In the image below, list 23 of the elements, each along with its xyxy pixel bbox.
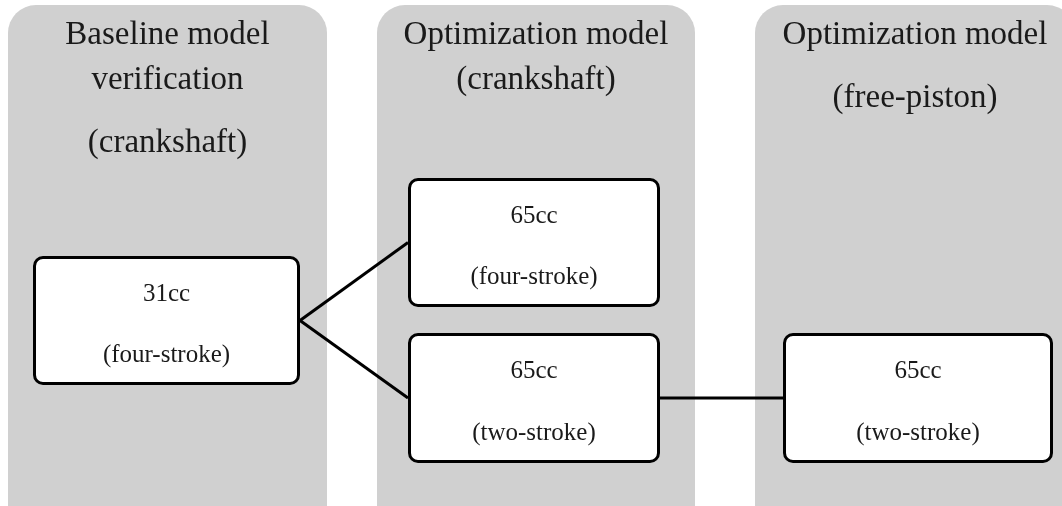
process-box bbox=[408, 178, 660, 307]
box-label: 31cc bbox=[142, 278, 191, 308]
process-box bbox=[783, 333, 1053, 463]
column-heading: (crankshaft) bbox=[86, 122, 249, 161]
connector-line bbox=[299, 241, 409, 322]
connector-line bbox=[299, 319, 409, 400]
process-box bbox=[33, 256, 300, 385]
box-label: (two-stroke) bbox=[472, 416, 596, 447]
box-label: 65cc bbox=[894, 355, 942, 386]
column-heading: Optimization model bbox=[781, 14, 1049, 53]
box-label: (four-stroke) bbox=[102, 339, 231, 369]
column-heading: Baseline model verification bbox=[64, 14, 271, 98]
connector-line bbox=[660, 396, 783, 400]
box-label: (two-stroke) bbox=[856, 416, 980, 447]
box-label: (four-stroke) bbox=[470, 261, 598, 291]
column-panel bbox=[377, 5, 695, 506]
column-heading: (free-piston) bbox=[831, 77, 999, 116]
column-heading: Optimization model (crankshaft) bbox=[402, 14, 670, 98]
column-panel bbox=[8, 5, 327, 506]
column-panel bbox=[755, 5, 1062, 506]
box-label: 65cc bbox=[510, 355, 558, 386]
box-label: 65cc bbox=[510, 200, 558, 230]
process-box bbox=[408, 333, 660, 463]
